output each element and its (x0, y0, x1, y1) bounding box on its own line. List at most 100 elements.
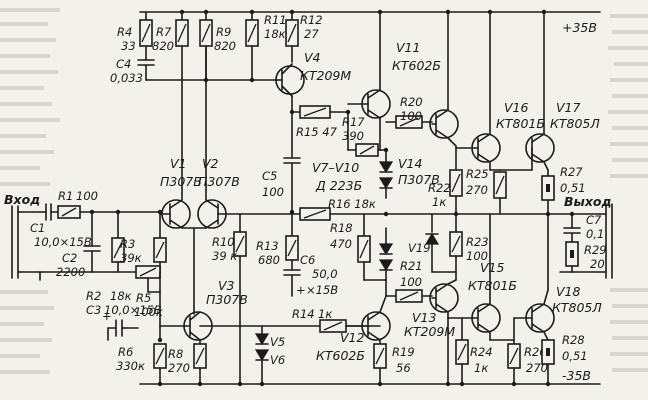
svg-text:V16: V16 (504, 100, 529, 115)
svg-text:R8: R8 (168, 347, 183, 361)
r22-resistor: R22 1к (428, 145, 463, 215)
svg-text:R15 47: R15 47 (296, 125, 338, 139)
svg-text:П307В: П307В (198, 174, 240, 189)
svg-text:820: 820 (152, 39, 174, 53)
svg-text:20: 20 (590, 257, 605, 271)
svg-text:100: 100 (400, 275, 422, 289)
r20-resistor: R20 100 (385, 95, 433, 129)
r4-resistor: R4 33 (117, 11, 153, 61)
svg-text:R9: R9 (216, 25, 231, 39)
svg-text:18к: 18к (110, 289, 132, 303)
c3-capacitor: + C3 10,0×15В (86, 303, 162, 341)
svg-text:10,0×15В: 10,0×15В (104, 303, 162, 317)
v4-transistor: V4 КТ209М (275, 50, 351, 113)
svg-text:V11: V11 (396, 40, 420, 55)
svg-text:R24: R24 (470, 345, 493, 359)
svg-text:R23: R23 (466, 235, 489, 249)
svg-text:R17: R17 (342, 115, 365, 129)
v14-transistor: V14 П307В (398, 11, 459, 187)
r7-resistor: R7 820 (152, 9, 189, 53)
svg-text:R26: R26 (524, 345, 547, 359)
svg-text:C7: C7 (586, 213, 602, 227)
svg-text:1к: 1к (318, 307, 332, 321)
supply-rails: +35В -35В (139, 11, 601, 385)
svg-text:680: 680 (258, 253, 280, 267)
r5-potentiometer: R5 100к (134, 261, 163, 341)
svg-text:Д 223Б: Д 223Б (315, 178, 362, 193)
r9-resistor: R9 820 (199, 19, 236, 83)
r1-resistor: R1 100 (50, 189, 161, 219)
svg-text:100: 100 (400, 109, 422, 123)
c2-capacitor: C2 2200 (39, 209, 161, 279)
svg-text:V5: V5 (270, 335, 285, 349)
svg-text:390: 390 (342, 129, 364, 143)
svg-text:КТ209М: КТ209М (404, 324, 455, 339)
v7-v10-diode-string: V7–V10 Д 223Б (312, 149, 394, 297)
svg-text:C5: C5 (262, 169, 277, 183)
svg-text:R20: R20 (400, 95, 423, 109)
svg-text:100: 100 (262, 185, 284, 199)
c7-r29-zobel: C7 0,1 R29 20 (559, 211, 607, 273)
svg-text:V15: V15 (480, 260, 505, 275)
svg-text:V4: V4 (304, 50, 321, 65)
c5-capacitor: C5 100 (262, 109, 301, 213)
r12-resistor: R12 27 (285, 11, 323, 63)
svg-text:820: 820 (214, 39, 236, 53)
svg-text:R25: R25 (466, 167, 489, 181)
v12-transistor: V12 КТ602Б (316, 295, 391, 363)
v19-diode: V19 (408, 213, 457, 273)
r13-resistor: R13 680 (256, 209, 299, 271)
svg-text:КТ805Л: КТ805Л (550, 116, 600, 131)
svg-text:R18: R18 (330, 221, 353, 235)
r19-resistor: R19 56 (373, 343, 415, 385)
svg-text:V17: V17 (556, 100, 581, 115)
svg-text:1к: 1к (474, 361, 488, 375)
svg-text:R4: R4 (117, 25, 132, 39)
v3-transistor: V3 П307В (159, 278, 248, 345)
svg-text:+: + (296, 283, 306, 297)
rail-pos-label: +35В (562, 20, 597, 35)
svg-text:10,0×15В: 10,0×15В (34, 235, 92, 249)
input-terminal: Вход (4, 192, 41, 281)
svg-text:R14: R14 (292, 307, 315, 321)
svg-text:КТ801Б: КТ801Б (496, 116, 545, 131)
svg-text:R16 18к: R16 18к (328, 197, 376, 211)
output-label: Выход (564, 194, 612, 209)
rail-neg-label: -35В (562, 368, 591, 383)
r14-resistor: R14 1к (292, 307, 347, 333)
svg-text:КТ209М: КТ209М (300, 68, 351, 83)
svg-text:×15В: ×15В (306, 283, 338, 297)
r8-resistor: R8 270 (168, 343, 207, 385)
svg-text:V6: V6 (270, 353, 285, 367)
r6-resistor: R6 330к (116, 337, 167, 385)
svg-text:R6: R6 (118, 345, 133, 359)
svg-text:R29: R29 (584, 243, 607, 257)
rail-junctions (157, 9, 551, 387)
svg-text:270: 270 (168, 361, 190, 375)
svg-text:R21: R21 (400, 259, 423, 273)
svg-text:0,033: 0,033 (110, 71, 143, 85)
svg-text:330к: 330к (116, 359, 145, 373)
svg-text:2200: 2200 (56, 265, 85, 279)
v15-transistor: V15 КТ801Б (447, 213, 517, 341)
svg-text:0,51: 0,51 (560, 181, 586, 195)
svg-text:R11: R11 (264, 13, 287, 27)
svg-text:V12: V12 (340, 330, 365, 345)
output-terminal: Выход (564, 194, 613, 279)
svg-text:100: 100 (466, 249, 488, 263)
svg-text:КТ602Б: КТ602Б (392, 58, 441, 73)
svg-text:V7–V10: V7–V10 (312, 160, 359, 175)
svg-text:V19: V19 (408, 241, 431, 255)
svg-text:V1: V1 (170, 156, 187, 171)
svg-text:R28: R28 (562, 333, 585, 347)
r11-resistor: R11 18к (245, 11, 287, 83)
svg-text:270: 270 (466, 183, 488, 197)
r18-resistor: R18 470 (330, 213, 387, 281)
svg-text:18к: 18к (264, 27, 286, 41)
svg-text:100: 100 (76, 189, 98, 203)
r3-resistor: R3 39к (120, 209, 167, 265)
bleed-through-text (0, 8, 648, 374)
c6-capacitor: C6 50,0 + ×15В (283, 253, 338, 297)
v11-transistor: V11 КТ602Б (347, 11, 441, 151)
